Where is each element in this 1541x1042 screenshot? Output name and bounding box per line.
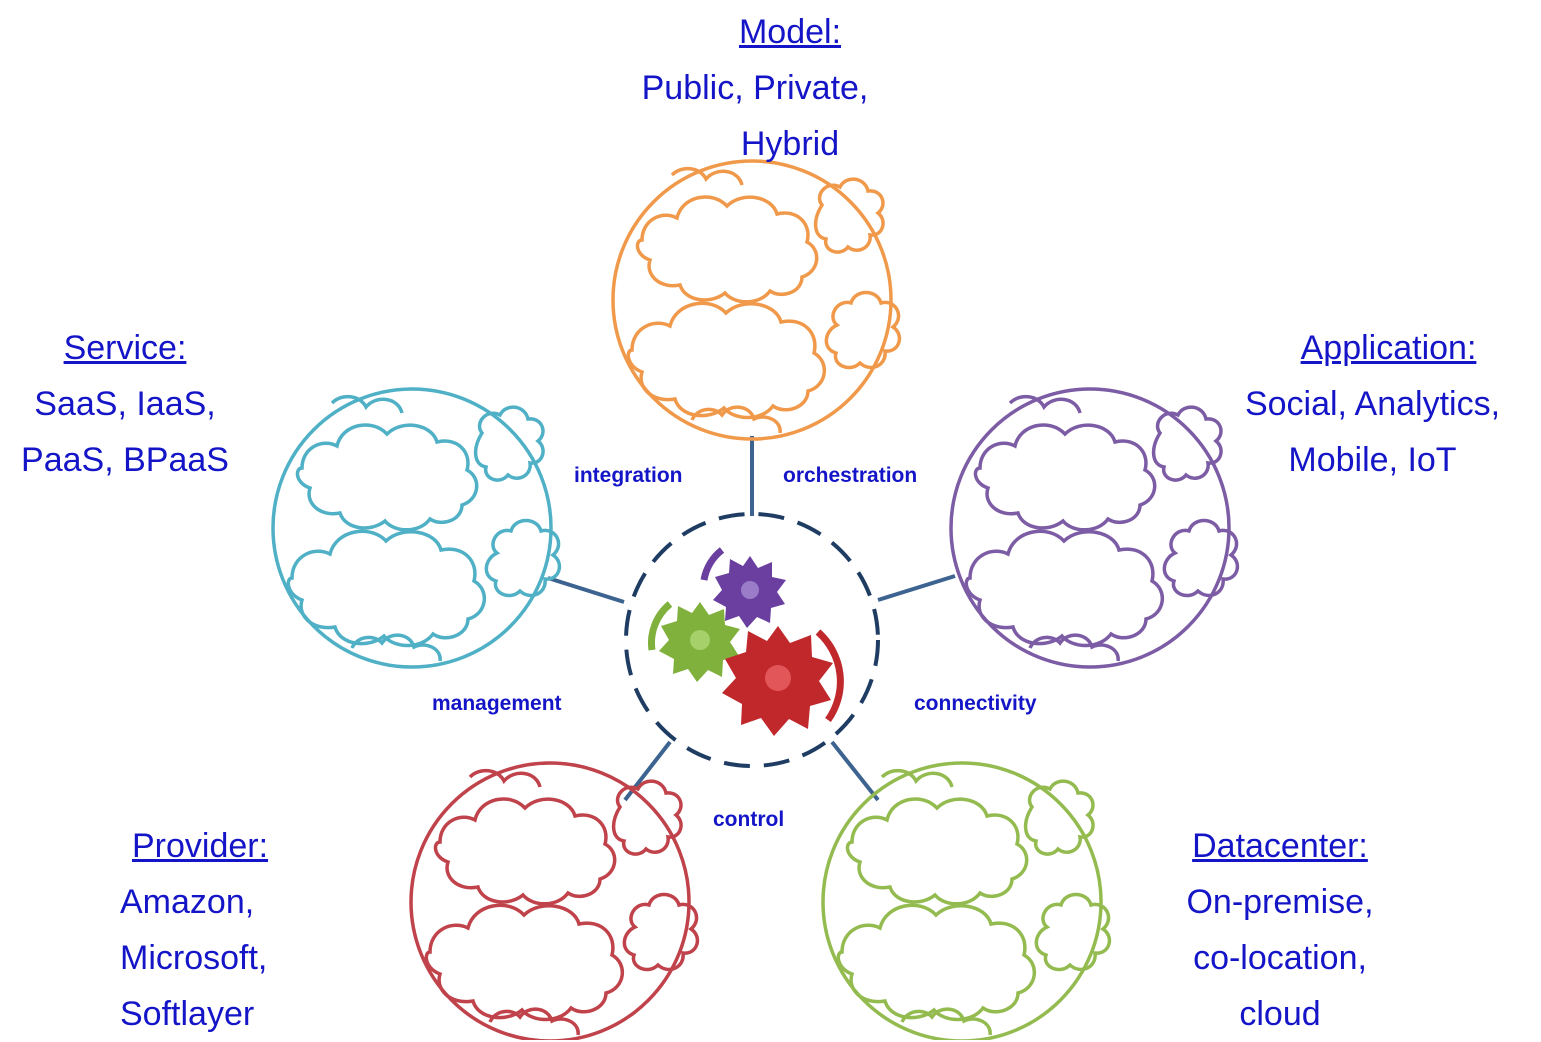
gears-icon (648, 547, 844, 736)
node-service-circle (271, 387, 562, 669)
label-provider-line-3: Softlayer (120, 995, 255, 1033)
connector-integration: integration (574, 464, 683, 487)
label-model-line-2: Hybrid (740, 125, 840, 163)
label-application-line-2: Mobile, IoT (1288, 441, 1457, 479)
node-application-circle (949, 387, 1240, 669)
spoke-datacenter (830, 740, 880, 802)
label-datacenter-line-3: cloud (1239, 995, 1321, 1033)
label-datacenter: Datacenter: On-premise, co-location, clo… (1140, 818, 1420, 1042)
connector-orchestration: orchestration (783, 464, 918, 487)
node-model-circle (611, 159, 902, 441)
label-provider-line-1: Amazon, (120, 883, 255, 921)
label-provider-heading: Provider: (132, 827, 269, 865)
label-datacenter-heading: Datacenter: (1192, 827, 1368, 865)
spoke-service (547, 576, 625, 604)
hub-dashed-circle (624, 512, 880, 768)
label-service-line-2: PaaS, BPaaS (21, 441, 229, 479)
label-application-line-1: Social, Analytics, (1244, 385, 1501, 423)
label-application-heading: Application: (1300, 329, 1477, 367)
label-service-heading: Service: (63, 329, 187, 367)
label-application: Application: Social, Analytics, Mobile, … (1210, 320, 1535, 488)
label-model: Model: Public, Private, Hybrid (595, 4, 915, 172)
label-model-heading: Model: (738, 13, 842, 51)
label-datacenter-line-2: co-location, (1193, 939, 1367, 977)
label-service: Service: SaaS, IaaS, PaaS, BPaaS (0, 320, 250, 488)
label-provider-line-2: Microsoft, (120, 939, 268, 977)
connector-connectivity: connectivity (914, 692, 1037, 715)
connector-management: management (432, 692, 562, 715)
node-datacenter-circle (821, 761, 1112, 1040)
connector-control: control (713, 808, 785, 831)
label-provider: Provider: Amazon, Microsoft, Softlayer (110, 818, 340, 1042)
label-service-line-1: SaaS, IaaS, (34, 385, 216, 423)
label-datacenter-line-1: On-premise, (1186, 883, 1374, 921)
label-model-line-1: Public, Private, (641, 69, 869, 107)
spoke-application (877, 574, 956, 602)
node-provider-circle (409, 761, 700, 1040)
